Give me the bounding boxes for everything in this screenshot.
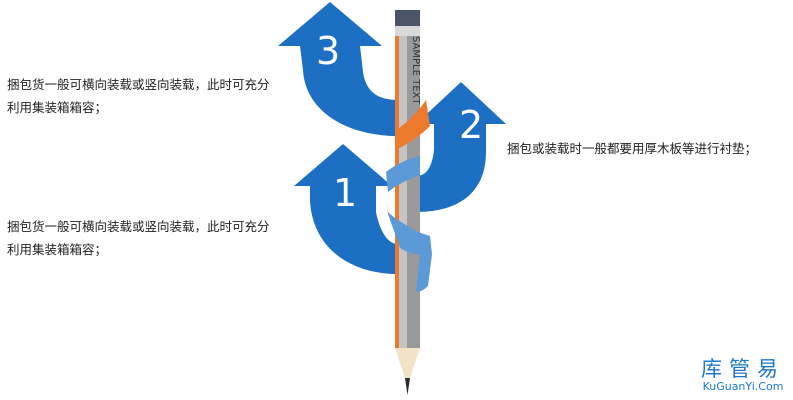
step-number-1: 1 bbox=[333, 171, 357, 215]
step-3-line-1: 捆包货一般可横向装载或竖向装载，此时可充分 bbox=[7, 77, 270, 92]
pencil-cap bbox=[395, 10, 420, 26]
step-1-line-2: 利用集装箱箱容； bbox=[7, 242, 108, 257]
watermark-url: KuGuanYi.Com bbox=[702, 380, 784, 393]
step-1-description: 捆包货一般可横向装载或竖向装载，此时可充分 利用集装箱箱容； bbox=[7, 215, 270, 261]
step-1-line-1: 捆包货一般可横向装载或竖向装载，此时可充分 bbox=[7, 219, 270, 234]
arrow-3 bbox=[278, 2, 398, 136]
pencil-tip-lead bbox=[405, 378, 410, 395]
step-3-description: 捆包货一般可横向装载或竖向装载，此时可充分 利用集装箱箱容； bbox=[7, 73, 270, 119]
step-3-line-2: 利用集装箱箱容； bbox=[7, 100, 108, 115]
ribbon-blue-lower bbox=[416, 254, 432, 292]
step-number-2: 2 bbox=[459, 103, 483, 147]
pencil-ferrule bbox=[395, 26, 420, 36]
watermark-logo: 库管易 KuGuanYi.Com bbox=[697, 358, 789, 393]
step-number-3: 3 bbox=[316, 29, 340, 73]
pencil bbox=[395, 10, 420, 395]
pencil-label: SAMPLE TEXT bbox=[410, 36, 421, 105]
watermark-brand: 库管易 bbox=[701, 357, 785, 381]
step-2-line-1: 捆包或装载时一般都要用厚木板等进行衬垫； bbox=[507, 141, 758, 156]
arrow-1 bbox=[294, 144, 398, 274]
step-2-description: 捆包或装载时一般都要用厚木板等进行衬垫； bbox=[507, 137, 757, 160]
ribbon-blue-upper bbox=[386, 156, 420, 192]
pencil-edge-orange bbox=[395, 36, 399, 348]
ribbon-blue-middle bbox=[386, 192, 432, 255]
arrow-2 bbox=[416, 82, 506, 212]
pencil-tip-wood bbox=[395, 348, 420, 378]
ribbon-orange bbox=[396, 100, 430, 150]
